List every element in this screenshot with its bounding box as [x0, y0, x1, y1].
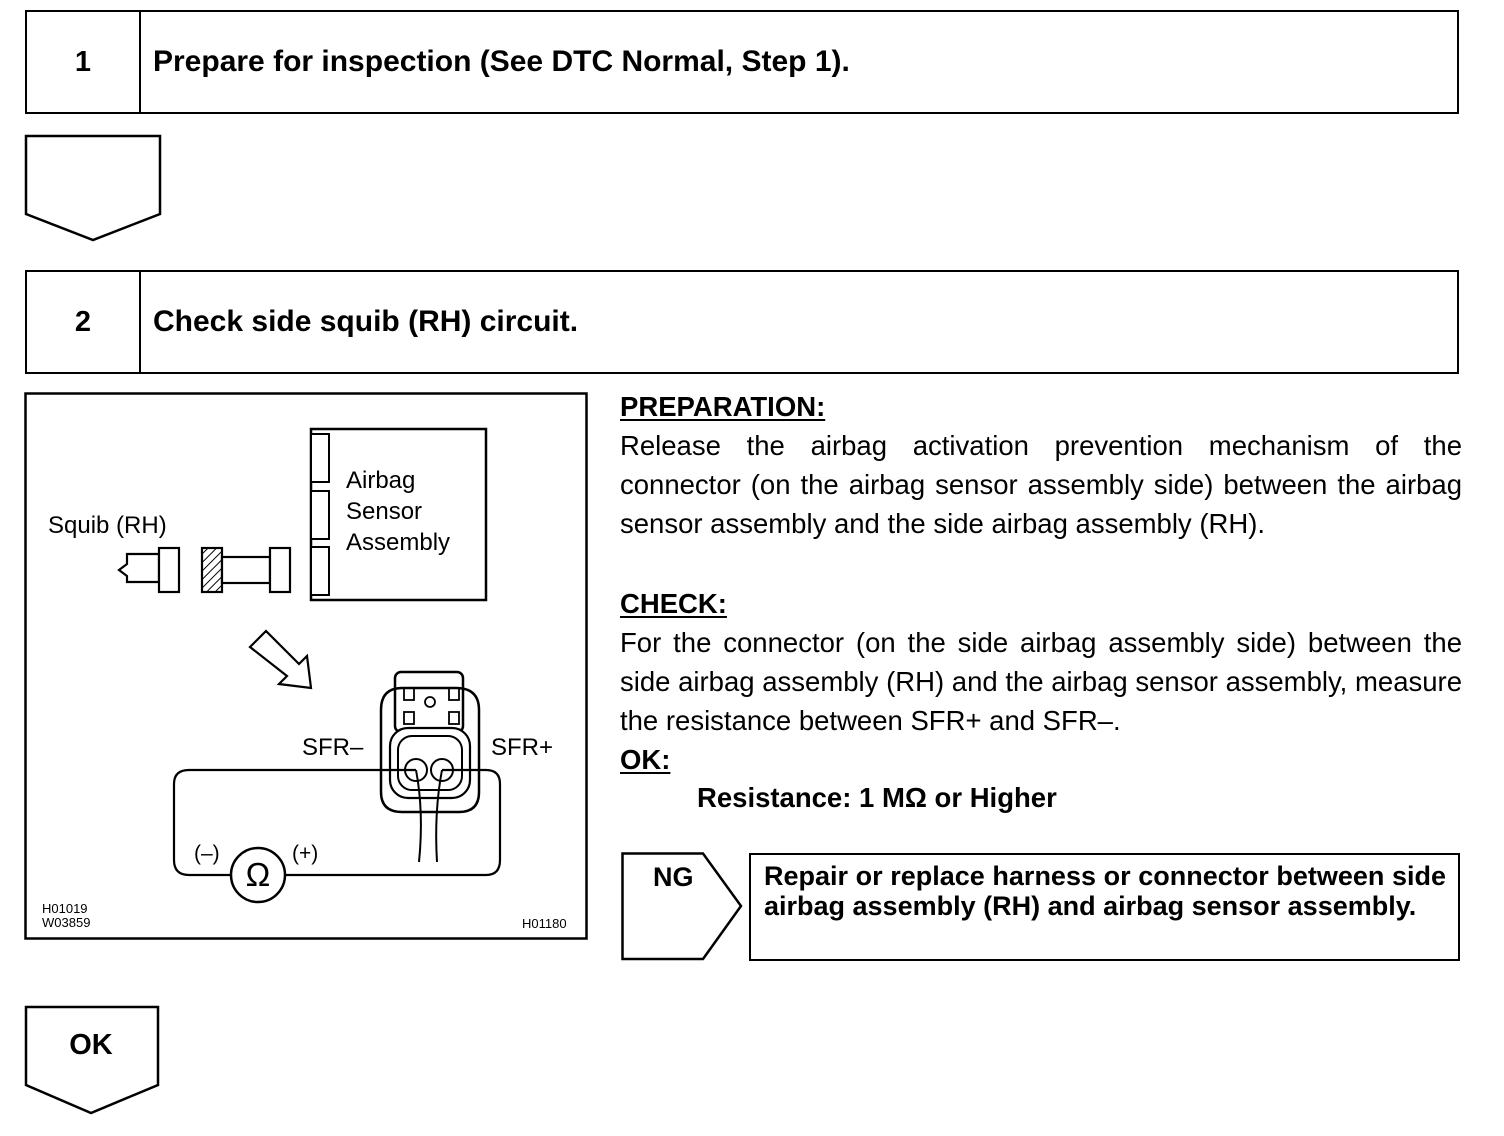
- circuit-illustration: Squib (RH) Airbag Sensor Assembly SFR– S…: [24, 392, 588, 940]
- check-heading: CHECK:: [620, 588, 727, 619]
- ok-arrow: OK: [24, 1005, 162, 1117]
- ok-arrow-label: OK: [69, 1029, 113, 1061]
- ohmmeter-shape: [229, 846, 287, 904]
- ng-arrow: NG: [621, 852, 745, 962]
- ng-action-box: Repair or replace harness or connector b…: [749, 853, 1460, 961]
- preparation-heading: PREPARATION:: [620, 391, 826, 422]
- figure-code-right: H01180: [522, 916, 567, 931]
- direction-arrow: [248, 629, 313, 690]
- meter-minus-label: (–): [194, 842, 220, 865]
- terminal-plus-label: SFR+: [491, 734, 554, 761]
- check-section: CHECK: For the connector (on the side ai…: [620, 584, 1462, 779]
- squib-label: Squib (RH): [48, 512, 167, 539]
- connector-shape: [379, 686, 481, 814]
- ok-heading: OK:: [620, 744, 671, 775]
- meter-plus-label: (+): [292, 842, 319, 865]
- ng-label: NG: [653, 862, 694, 892]
- step-1-title: Prepare for inspection (See DTC Normal, …: [153, 45, 850, 78]
- terminal-minus-label: SFR–: [302, 734, 364, 761]
- airbag-sensor-assembly-shape: [309, 427, 488, 602]
- step-2-box: 2 Check side squib (RH) circuit.: [25, 270, 1459, 374]
- step-2-number: 2: [27, 272, 141, 372]
- probe-wire-plus: [286, 768, 502, 877]
- preparation-section: PREPARATION: Release the airbag activati…: [620, 387, 1462, 543]
- preparation-text: Release the airbag activation prevention…: [620, 430, 1462, 539]
- ohm-icon: Ω: [245, 856, 271, 893]
- step-1-box: 1 Prepare for inspection (See DTC Normal…: [25, 10, 1459, 114]
- assembly-label: Airbag Sensor Assembly: [346, 467, 451, 556]
- step-2-title: Check side squib (RH) circuit.: [153, 305, 579, 338]
- figure-code-left: H01019 W03859: [42, 901, 91, 930]
- probe-wire-minus: [172, 768, 416, 877]
- resistance-spec: Resistance: 1 MΩ or Higher: [697, 782, 1057, 813]
- prevention-mechanism-shape: [200, 546, 224, 594]
- check-text: For the connector (on the side airbag as…: [620, 627, 1462, 736]
- step-1-number: 1: [27, 12, 141, 112]
- next-arrow-1: [24, 134, 164, 244]
